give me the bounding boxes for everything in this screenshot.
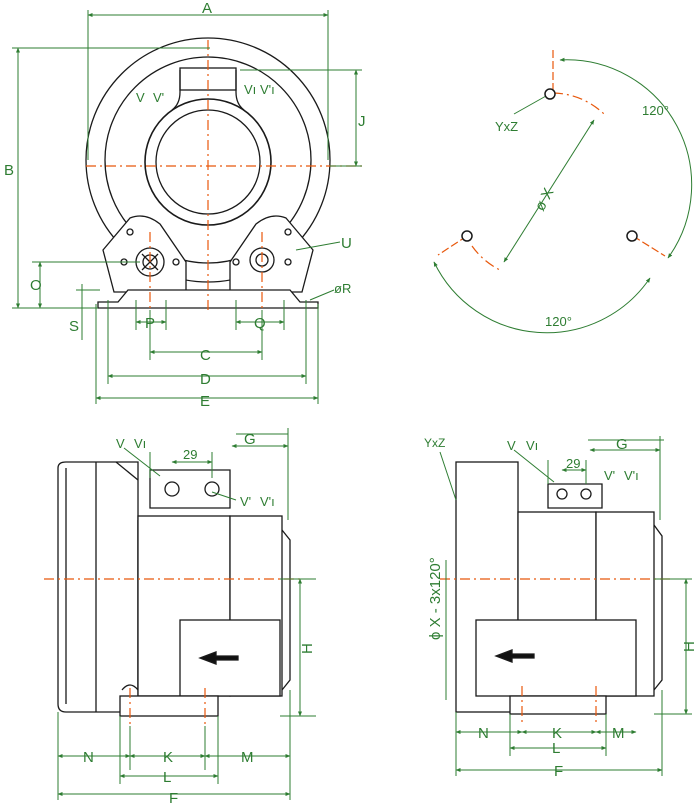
front-labels: A B J O S P Q C D E U øR V V' Vı V'ı <box>4 0 366 410</box>
port-2 <box>204 481 220 497</box>
dim-N-left: N <box>83 749 94 766</box>
sym-left-vi: Vı <box>134 436 146 451</box>
dim-J: J <box>358 113 366 130</box>
sym-v-prime-i: V'ı <box>260 82 275 97</box>
dim-M-left: M <box>241 749 254 766</box>
flange-diameter: ø X <box>532 185 558 214</box>
right-bolt-b <box>284 258 292 266</box>
yxz-right: YxZ <box>424 436 445 450</box>
dim-Q: Q <box>254 315 266 332</box>
dim-X-right: ϕ X - 3x120° <box>427 557 444 640</box>
port-r2 <box>580 488 592 500</box>
airflow-arrow-right-icon <box>494 649 535 663</box>
side-view-right <box>455 461 663 715</box>
right-bolt-c <box>284 228 292 236</box>
side-right-dimensions <box>439 436 692 776</box>
dim-P: P <box>145 315 155 332</box>
front-centerlines <box>86 40 364 312</box>
left-bolt-b <box>172 258 180 266</box>
sym-right-vp: V' <box>604 468 615 483</box>
bolt-hole-left <box>461 230 473 242</box>
impeller-housing <box>57 461 139 713</box>
dim-S: S <box>69 318 79 335</box>
angle-label-bottom: 120° <box>545 314 572 329</box>
dim-F-left: F <box>169 790 178 807</box>
sym-v: V <box>136 90 145 105</box>
pitch-29-left: 29 <box>183 447 197 462</box>
right-bracket <box>229 215 314 293</box>
dim-E: E <box>200 393 210 410</box>
side-view-left <box>57 461 291 717</box>
base-foot <box>119 695 219 717</box>
base-plate <box>97 289 319 309</box>
sym-left-v: V <box>116 436 125 451</box>
left-bolt-c <box>126 228 134 236</box>
dim-D: D <box>200 371 211 388</box>
side-left-centerlines <box>44 578 300 726</box>
port-1 <box>164 481 180 497</box>
sym-right-vpi: V'ı <box>624 468 639 483</box>
dim-H-right: H <box>681 641 698 652</box>
dim-K-left: K <box>163 749 173 766</box>
bolt-hole-top <box>544 88 556 100</box>
sym-right-vi: Vı <box>526 438 538 453</box>
outlet-neck <box>171 70 245 111</box>
dim-M-right: M <box>612 725 625 742</box>
pitch-29-right: 29 <box>566 456 580 471</box>
housing-ribs <box>65 462 97 712</box>
dim-F-right: F <box>554 763 563 780</box>
base-foot-right <box>509 695 607 715</box>
sym-left-vpi: V'ı <box>260 494 275 509</box>
airflow-arrow-icon <box>198 651 239 665</box>
dim-G-left: G <box>244 431 256 448</box>
flange-yxz: YxZ <box>495 119 518 134</box>
sym-v-i: Vı <box>244 82 256 97</box>
left-bracket <box>102 215 187 293</box>
sym-left-vp: V' <box>240 494 251 509</box>
dim-O: O <box>30 277 42 294</box>
dim-B: B <box>4 162 14 179</box>
front-dimensions <box>12 10 362 404</box>
dim-H-left: H <box>299 643 316 654</box>
flange-block <box>149 469 231 509</box>
dim-L-left: L <box>163 769 171 786</box>
dim-L-right: L <box>552 740 560 757</box>
dim-U: U <box>341 235 352 252</box>
bolt-hole-right <box>626 230 638 242</box>
motor-rear-right <box>653 524 663 691</box>
dim-R: øR <box>334 281 351 296</box>
dim-C: C <box>200 347 211 364</box>
flange-block-right <box>547 483 603 509</box>
side-left-labels: G 29 H N K M L F V Vı V' V'ı <box>83 431 316 807</box>
sym-right-v: V <box>507 438 516 453</box>
port-r1 <box>556 488 568 500</box>
right-bolt-a <box>232 258 240 266</box>
sym-v-prime: V' <box>153 90 164 105</box>
angle-label-top: 120° <box>642 103 669 118</box>
dim-N-right: N <box>478 725 489 742</box>
dim-A: A <box>202 0 212 17</box>
dim-G-right: G <box>616 436 628 453</box>
side-right-centerlines <box>440 578 672 726</box>
flange-view: YxZ ø X 120° 120° <box>433 50 693 334</box>
side-left-dimensions <box>57 428 316 800</box>
dim-K-right: K <box>552 725 562 742</box>
motor-rear <box>281 529 291 691</box>
side-right-labels: YxZ G 29 H ϕ X - 3x120° N K M L F V Vı V… <box>424 436 698 780</box>
